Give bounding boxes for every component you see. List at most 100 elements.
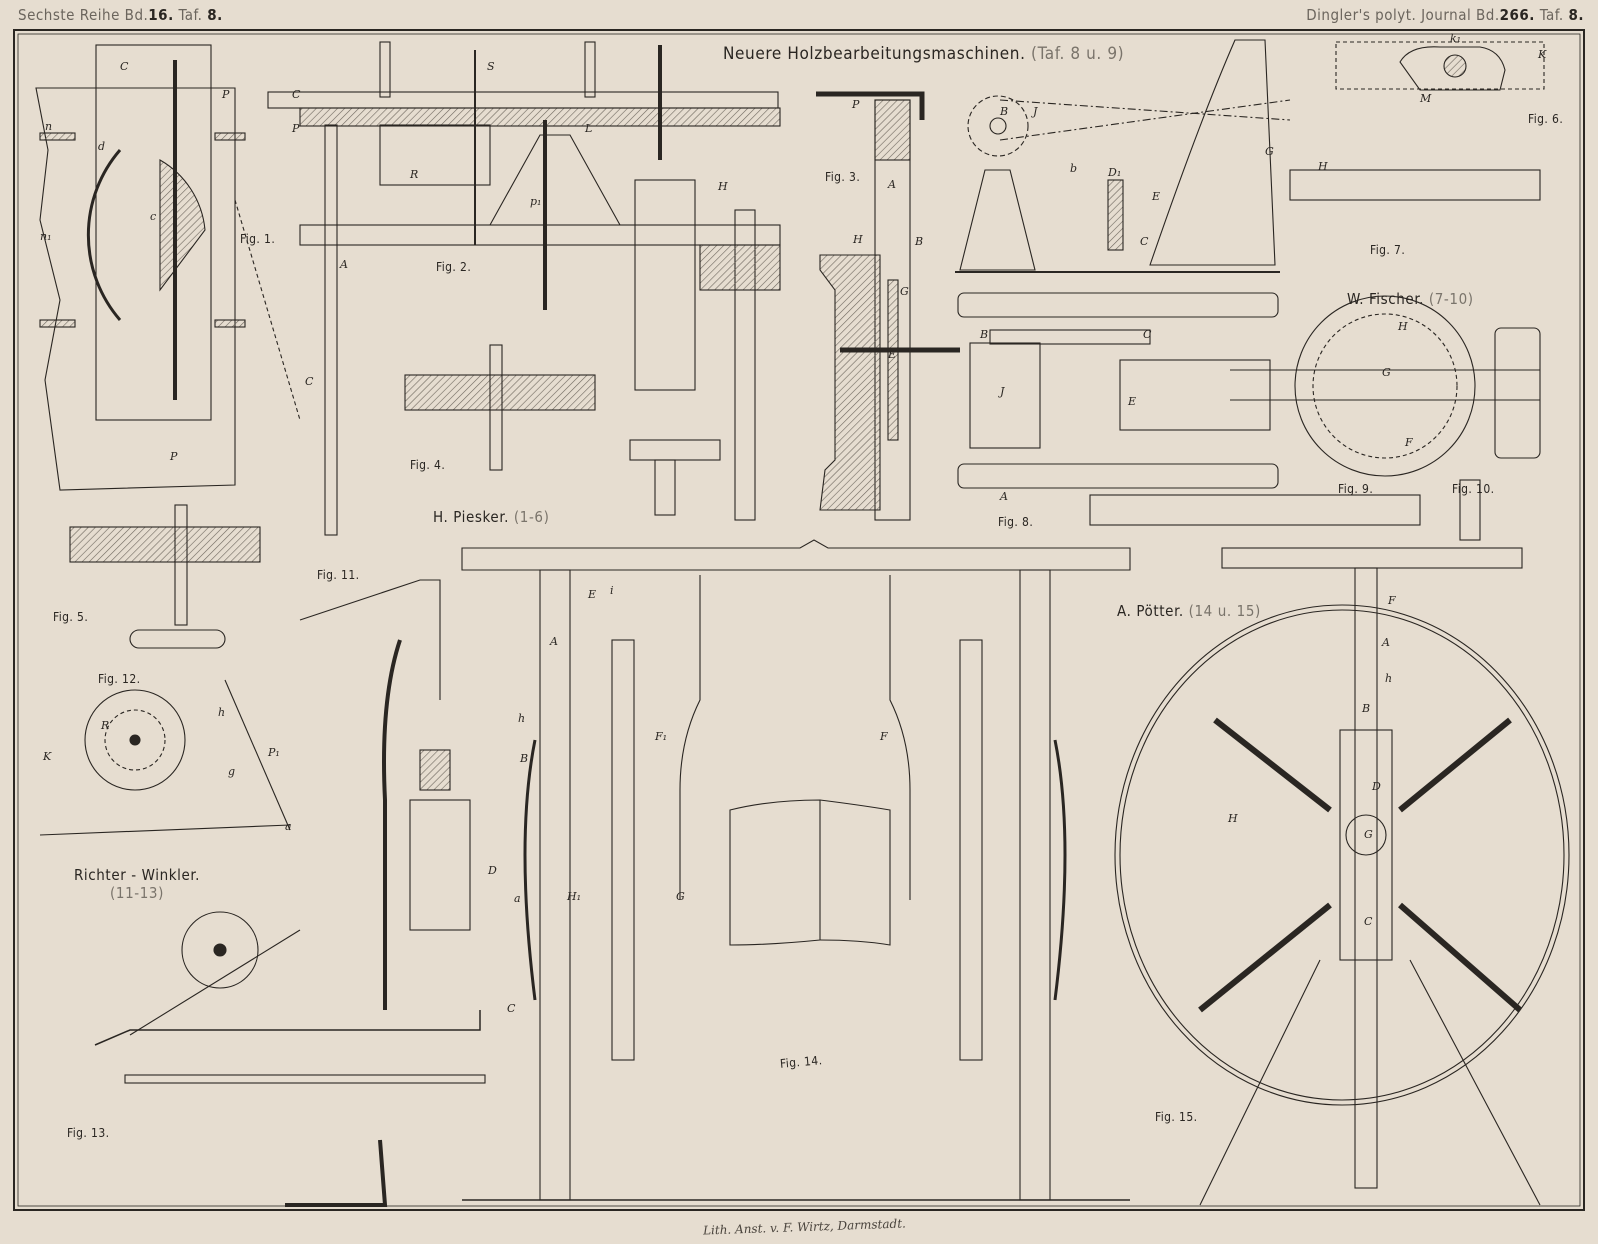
journal-band: 266. [1499,6,1535,24]
label-fig1-c: c [150,210,156,223]
fig15-caption: Fig. 15. [1155,1110,1198,1124]
fig9-caption: Fig. 9. [1338,482,1374,496]
label-fig8-G: G [1382,366,1391,379]
fig4-caption: Fig. 4. [410,458,446,472]
label-fig1-n: n [45,120,52,133]
maker-poetter: A. Pötter. (14 u. 15) [1117,602,1261,620]
fig5-caption: Fig. 5. [53,610,89,624]
label-fig8-F: F [1404,436,1413,449]
label-fig15-G: G [1364,828,1373,841]
label-fig2-H: H [717,180,728,193]
fig11-caption: Fig. 11. [317,568,360,582]
label-fig8-E: E [1127,395,1136,408]
maker-ref: (14 u. 15) [1188,602,1261,620]
header-series: Sechste [18,6,75,24]
fig1-drawing [35,44,301,491]
header-taf-label: Taf. [178,6,203,24]
maker-fischer: W. Fischer. (7-10) [1347,290,1474,308]
label-fig1-P: P [221,88,230,101]
label-fig2-R: R [409,168,418,181]
label-fig15-H: H [1227,812,1238,825]
label-fig7-H: H [1317,160,1328,173]
plate-border [13,29,1585,1211]
label-fig14-B: B [519,752,528,765]
label-fig14-E: E [587,588,596,601]
maker-name: W. Fischer. [1347,290,1424,308]
label-fig14-H1: H₁ [566,890,581,903]
label-fig14-a: a [514,892,521,905]
plate-title: Neuere Holzbearbeitungsmaschinen. (Taf. … [723,44,1124,64]
label-fig14-h: h [518,712,525,725]
fig3-caption: Fig. 3. [825,170,861,184]
label-fig2-P: P [291,122,300,135]
label-fig15-A: A [1381,636,1390,649]
label-fig8-B: B [979,328,988,341]
label-fig14-i: i [610,584,614,597]
label-fig3-H: H [852,233,863,246]
fig15-drawing [1114,547,1570,1206]
header-taf: 8. [207,6,223,24]
fig12-caption: Fig. 12. [98,672,141,686]
fig1-caption: Fig. 1. [240,232,276,246]
label-fig8-J: J [998,385,1005,398]
label-fig7-C: C [1140,235,1149,248]
label-fig1-d: d [98,140,105,153]
label-fig15-B: B [1361,702,1370,715]
plate-title-text: Neuere Holzbearbeitungsmaschinen. [723,44,1026,64]
journal-taf-label: Taf. [1539,6,1564,24]
label-fig14-G: G [676,890,685,903]
journal-taf: 8. [1568,6,1584,24]
journal-name: Dingler's polyt. Journal Bd. [1306,6,1500,24]
label-fig2-A: A [339,258,348,271]
label-fig14-D: D [487,864,497,877]
label-fig12-K: K [42,750,52,763]
label-fig14-F1: F₁ [654,730,667,743]
header-band: 16. [148,6,174,24]
fig14-drawing [461,539,1131,1201]
fig8-drawing [957,292,1541,541]
fig13-caption: Fig. 13. [67,1126,110,1140]
label-fig2-S: S [487,60,495,73]
label-fig12-h: h [218,706,225,719]
fig6-caption: Fig. 6. [1528,112,1564,126]
maker-ref: (1-6) [513,508,550,526]
label-fig6-K: K [1537,48,1547,61]
label-fig14-C: C [507,1002,516,1015]
label-fig7-J: J [1031,105,1038,118]
label-fig15-F: F [1387,594,1396,607]
fig7-caption: Fig. 7. [1370,243,1406,257]
label-fig12-a: a [285,820,292,833]
label-fig3-G: G [900,285,909,298]
label-fig15-D: D [1371,780,1381,793]
label-fig7-b: b [1070,162,1077,175]
fig3-drawing [629,91,960,521]
label-fig14-F: F [879,730,888,743]
label-fig15-C: C [1364,915,1373,928]
label-fig7-B: B [999,105,1008,118]
label-fig7-E: E [1151,190,1160,203]
label-fig15-h: h [1385,672,1392,685]
fig6-drawing [1335,41,1545,91]
fig10-caption: Fig. 10. [1452,482,1495,496]
header-left: Sechste Reihe Bd.16. Taf. 8. [18,6,223,24]
fig2-caption: Fig. 2. [436,260,472,274]
label-fig8-C: C [1143,328,1152,341]
label-fig2-L: L [584,122,592,135]
fig8-caption: Fig. 8. [998,515,1034,529]
label-fig8-H: H [1397,320,1408,333]
maker-richter-winkler: Richter - Winkler. (11-13) [67,866,207,902]
label-fig12-R: R [100,719,109,732]
maker-name: Richter - Winkler. [73,866,201,884]
maker-name: A. Pötter. [1117,602,1184,620]
label-fig6-k1: k₁ [1450,32,1461,45]
maker-ref: (11-13) [110,884,164,902]
fig7-drawing [955,39,1541,273]
label-fig12-g: g [228,765,235,778]
label-fig7-D1: D₁ [1107,166,1121,179]
label-fig8-A: A [999,490,1008,503]
fig11-13-drawing [39,579,486,1207]
header-right: Dingler's polyt. Journal Bd.266. Taf. 8. [1306,6,1584,24]
label-fig14-A: A [549,635,558,648]
label-fig3-P: P [851,98,860,111]
